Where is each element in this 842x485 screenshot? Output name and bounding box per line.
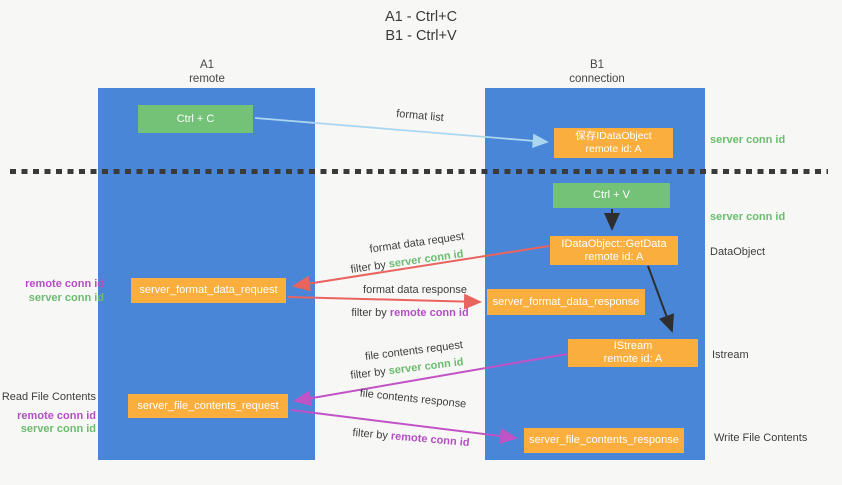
filter-by-text: filter by: [349, 365, 387, 382]
format-data-response-arrow: [287, 293, 482, 310]
filter-by-server-conn-id-label-1: filter by server conn id: [350, 248, 464, 276]
getdata-node: IDataObject::GetData remote id: A: [550, 236, 678, 265]
server-format-data-request-label: server_format_data_request: [139, 284, 278, 296]
title-line-2: B1 - Ctrl+V: [385, 28, 457, 44]
file-contents-response-label: file contents response: [359, 387, 467, 411]
filter-by-remote-conn-id-label-2: filter by remote conn id: [352, 427, 470, 449]
server-format-data-response-label: server_format_data_response: [492, 295, 640, 308]
server-format-data-request-node: server_format_data_request: [131, 278, 286, 303]
filter-by-remote-conn-id-label-1: filter by remote conn id: [351, 307, 468, 319]
filter-by-text: filter by: [349, 259, 387, 276]
getdata-line1: IDataObject::GetData: [561, 237, 667, 250]
lane-a1-name: A1: [199, 59, 215, 71]
lane-a1-header: A1 remote: [137, 58, 277, 86]
ctrl-c-node: Ctrl + C: [138, 105, 253, 133]
getdata-line2: remote id: A: [584, 250, 644, 263]
right-server-conn-id-label-1: server conn id: [710, 134, 786, 146]
ctrl-c-label: Ctrl + C: [176, 112, 215, 125]
remote-conn-id-label: remote conn id: [25, 278, 104, 290]
istream-node: IStream remote id: A: [568, 339, 698, 367]
server-file-contents-request-label: server_file_contents_request: [137, 399, 279, 412]
remote-conn-id-text: remote conn id: [390, 430, 470, 450]
title-line-1: A1 - Ctrl+C: [384, 9, 458, 25]
lane-a1-subtitle: remote: [189, 73, 225, 85]
istream-line2: remote id: A: [603, 353, 663, 365]
lane-b1-header: B1 connection: [527, 58, 667, 86]
right-write-file-contents-label: Write File Contents: [714, 432, 808, 444]
ctrl-v-label: Ctrl + V: [593, 189, 630, 201]
lane-b1-subtitle: connection: [569, 73, 625, 85]
server-file-contents-request-node: server_file_contents_request: [128, 394, 288, 418]
filter-by-text: filter by: [352, 426, 389, 442]
diagram-title: A1 - Ctrl+C B1 - Ctrl+V: [0, 8, 842, 46]
left-conn-id-block-1: remote conn id server conn id: [25, 278, 104, 305]
server-file-contents-response-node: server_file_contents_response: [524, 428, 684, 453]
dotted-divider-line: [10, 169, 828, 174]
server-format-data-response-node: server_format_data_response: [487, 289, 645, 315]
format-data-response-label: format data response: [363, 284, 467, 296]
server-conn-id-label: server conn id: [28, 291, 104, 304]
server-file-contents-response-label: server_file_contents_response: [529, 434, 679, 446]
right-dataobject-label: DataObject: [710, 246, 766, 258]
save-dataobject-line1: 保存IDataObject: [575, 130, 652, 142]
save-dataobject-line2: remote id: A: [585, 143, 642, 155]
server-conn-id-text: server conn id: [388, 356, 465, 378]
save-dataobject-node: 保存IDataObject remote id: A: [554, 128, 673, 158]
server-conn-id-label: server conn id: [20, 423, 96, 435]
filter-by-text: filter by: [351, 307, 387, 319]
right-istream-label: Istream: [712, 349, 749, 361]
istream-line1: IStream: [613, 340, 653, 352]
ctrl-v-node: Ctrl + V: [553, 183, 670, 208]
left-read-file-contents-block: Read File Contents remote conn id server…: [2, 391, 96, 437]
lane-b1-name: B1: [589, 59, 605, 71]
read-file-contents-label: Read File Contents: [1, 391, 96, 403]
remote-conn-id-text: remote conn id: [389, 307, 469, 319]
format-list-label: format list: [395, 107, 445, 125]
remote-conn-id-label: remote conn id: [17, 409, 96, 422]
right-server-conn-id-label-2: server conn id: [710, 211, 786, 223]
